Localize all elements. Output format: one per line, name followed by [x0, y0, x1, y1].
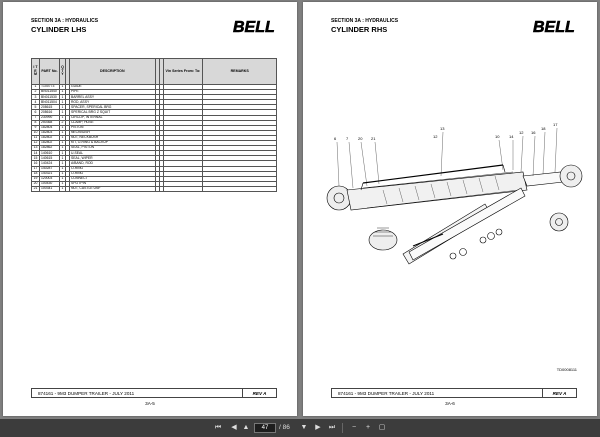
page-down-icon[interactable]: ▼ — [300, 424, 308, 431]
vin-series — [162, 185, 204, 192]
blank-cell — [64, 185, 70, 192]
zoom-out-icon[interactable]: − — [351, 424, 357, 431]
assembled-cylinder — [326, 127, 583, 211]
previous-page-icon[interactable]: ◀ — [231, 424, 237, 431]
page-number: 3A-5 — [145, 401, 155, 406]
part-number: 100341 — [38, 185, 60, 192]
footer-title: 874161 - 9M3 DUMPER TRAILER - JULY 2011 — [338, 391, 435, 396]
svg-text:7: 7 — [346, 136, 349, 141]
page-total: / 86 — [279, 424, 290, 431]
last-page-icon[interactable]: ⏭ — [328, 424, 336, 431]
page-footer: 874161 - 9M3 DUMPER TRAILER - JULY 2011 … — [31, 388, 277, 398]
page-footer: 874161 - 9M3 DUMPER TRAILER - JULY 2011 … — [331, 388, 577, 398]
item-number: 21 — [31, 185, 40, 192]
drawing-code: TD0008111 — [556, 367, 577, 372]
col-vin-series: Vin Series From: To: — [162, 58, 204, 85]
svg-text:18: 18 — [541, 126, 546, 131]
exploded-parts — [368, 187, 569, 265]
footer-title: 874161 - 9M3 DUMPER TRAILER - JULY 2011 — [38, 391, 135, 396]
col-description: DESCRIPTION — [68, 58, 156, 85]
page-title: CYLINDER LHS — [31, 25, 87, 34]
page-number-input[interactable]: 47 — [254, 423, 276, 433]
left-page: SECTION 3A : HYDRAULICS CYLINDER LHS BEL… — [3, 2, 297, 416]
bell-logo: BELL — [233, 19, 275, 36]
quantity: 1 — [58, 185, 66, 192]
revision-label: REV A — [542, 389, 576, 398]
right-page: SECTION 3A : HYDRAULICS CYLINDER RHS BEL… — [303, 2, 597, 416]
col-item: I T E M — [31, 58, 40, 85]
viewer-toolbar: ⏮ ◀ ▲ 47 / 86 ▼ ▶ ⏭ − + ▢ — [0, 419, 600, 437]
next-page-icon[interactable]: ▶ — [315, 424, 321, 431]
description: NUT, CASTLE UNF — [68, 185, 156, 192]
svg-text:6: 6 — [334, 136, 337, 141]
bell-logo: BELL — [533, 19, 575, 36]
first-page-icon[interactable]: ⏮ — [214, 424, 222, 431]
svg-text:10: 10 — [495, 134, 500, 139]
page-number: 3A-6 — [445, 401, 455, 406]
page-up-icon[interactable]: ▲ — [242, 424, 250, 431]
toolbar-divider — [342, 423, 343, 433]
svg-text:12: 12 — [433, 134, 438, 139]
svg-text:12: 12 — [519, 130, 524, 135]
fit-page-icon[interactable]: ▢ — [378, 424, 386, 431]
remarks — [202, 185, 277, 192]
svg-text:21: 21 — [371, 136, 376, 141]
col-remarks: REMARKS — [202, 58, 277, 85]
svg-text:14: 14 — [509, 134, 514, 139]
logo-text: BELL — [533, 19, 575, 36]
parts-table: I T E M PART No. Q T Y DESCRIPTION Vin S… — [31, 58, 277, 192]
col-part-no: PART No. — [38, 58, 60, 85]
zoom-in-icon[interactable]: + — [365, 424, 371, 431]
table-header-row: I T E M PART No. Q T Y DESCRIPTION Vin S… — [31, 58, 277, 85]
svg-text:13: 13 — [440, 126, 445, 131]
section-heading: SECTION 3A : HYDRAULICS — [31, 18, 99, 24]
logo-text: BELL — [233, 19, 275, 36]
page-title: CYLINDER RHS — [331, 25, 388, 34]
section-heading: SECTION 3A : HYDRAULICS — [331, 18, 399, 24]
svg-text:20: 20 — [358, 136, 363, 141]
revision-label: REV A — [242, 389, 276, 398]
blank-cell — [158, 185, 164, 192]
svg-text:17: 17 — [553, 122, 558, 127]
svg-text:16: 16 — [531, 130, 536, 135]
